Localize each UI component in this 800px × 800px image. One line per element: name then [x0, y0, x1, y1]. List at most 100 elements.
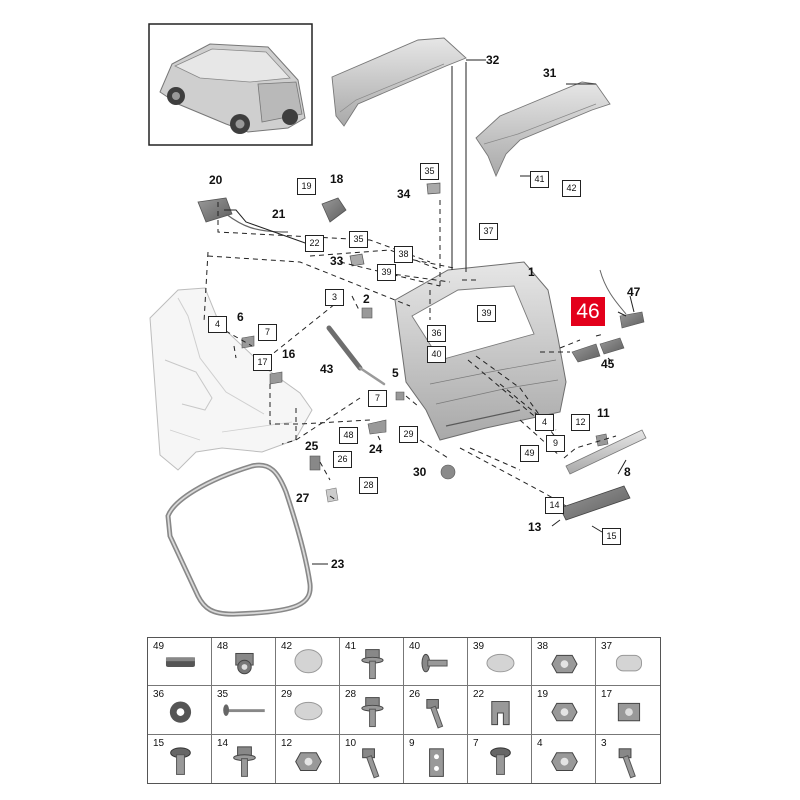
leader-lines [203, 59, 635, 565]
vehicle-thumbnail [148, 23, 313, 146]
legend-cell-19: 19 [532, 686, 596, 735]
ref-box-37: 37 [479, 223, 498, 240]
legend-cell-9: 9 [404, 734, 468, 783]
ref-box-26: 26 [333, 451, 352, 468]
callout-33: 33 [330, 254, 344, 268]
legend-cell-12: 12 [276, 734, 340, 783]
ref-box-41: 41 [530, 171, 549, 188]
legend-cell-22: 22 [468, 686, 532, 735]
ref-box-22: 22 [305, 235, 324, 252]
ref-box-29: 29 [399, 426, 418, 443]
callout-18: 18 [330, 172, 344, 186]
callout-13: 13 [528, 520, 542, 534]
legend-part-number: 29 [281, 689, 293, 701]
legend-part-number: 17 [601, 689, 613, 701]
callout-21: 21 [272, 207, 286, 221]
legend-cell-29: 29 [276, 686, 340, 735]
legend-part-number: 48 [217, 641, 229, 652]
legend-cell-17: 17 [596, 686, 660, 735]
legend-cell-49: 49 [148, 638, 212, 687]
ref-box-35: 35 [420, 163, 439, 180]
legend-cell-39: 39 [468, 638, 532, 687]
ref-box-35: 35 [349, 231, 368, 248]
legend-part-number: 36 [153, 689, 165, 701]
ref-box-39: 39 [377, 264, 396, 281]
callout-1: 1 [528, 265, 535, 279]
legend-cell-35: 35 [212, 686, 276, 735]
ref-box-7: 7 [258, 324, 277, 341]
legend-part-number: 40 [409, 641, 421, 652]
callout-24: 24 [369, 442, 383, 456]
legend-part-number: 10 [345, 737, 357, 749]
callout-47: 47 [627, 285, 641, 299]
spoiler-31 [475, 81, 611, 178]
callout-6: 6 [237, 310, 244, 324]
ref-box-3: 3 [325, 289, 344, 306]
ref-box-12: 12 [571, 414, 590, 431]
legend-cell-10: 10 [340, 734, 404, 783]
ref-box-39: 39 [477, 305, 496, 322]
ref-box-15: 15 [602, 528, 621, 545]
body-side-panel [149, 287, 313, 471]
legend-part-number: 4 [537, 737, 543, 749]
legend-part-number: 39 [473, 641, 485, 652]
callout-34: 34 [397, 187, 411, 201]
ref-box-14: 14 [545, 497, 564, 514]
legend-part-number: 19 [537, 689, 549, 701]
ref-box-4: 4 [535, 414, 554, 431]
callout-11: 11 [597, 406, 610, 420]
ref-box-36: 36 [427, 325, 446, 342]
legend-cell-15: 15 [148, 734, 212, 783]
ref-box-49: 49 [520, 445, 539, 462]
legend-part-number: 28 [345, 689, 357, 701]
legend-cell-37: 37 [596, 638, 660, 687]
callout-27: 27 [296, 491, 310, 505]
callout-30: 30 [413, 465, 427, 479]
legend-part-number: 14 [217, 737, 229, 749]
legend-part-number: 9 [409, 737, 415, 749]
legend-cell-14: 14 [212, 734, 276, 783]
legend-part-number: 38 [537, 641, 549, 652]
callout-31: 31 [543, 66, 557, 80]
legend-part-number: 35 [217, 689, 229, 701]
legend-cell-42: 42 [276, 638, 340, 687]
ref-box-40: 40 [427, 346, 446, 363]
legend-part-number: 3 [601, 737, 607, 749]
legend-cell-48: 48 [212, 638, 276, 687]
legend-part-number: 26 [409, 689, 421, 701]
callout-2: 2 [363, 292, 370, 306]
gas-strut-43 [326, 325, 386, 386]
callout-25: 25 [305, 439, 319, 453]
spoiler-32 [331, 37, 467, 127]
legend-cell-36: 36 [148, 686, 212, 735]
ref-box-7: 7 [368, 390, 387, 407]
callout-16: 16 [282, 347, 296, 361]
legend-cell-38: 38 [532, 638, 596, 687]
small-parts [197, 182, 647, 521]
legend-part-number: 42 [281, 641, 293, 652]
legend-part-number: 7 [473, 737, 479, 749]
legend-part-number: 15 [153, 737, 165, 749]
ref-box-17: 17 [253, 354, 272, 371]
callout-8: 8 [624, 465, 631, 479]
ref-box-9: 9 [546, 435, 565, 452]
ref-box-38: 38 [394, 246, 413, 263]
legend-part-number: 49 [153, 641, 165, 652]
callout-5: 5 [392, 366, 399, 380]
legend-cell-26: 26 [404, 686, 468, 735]
ref-box-28: 28 [359, 477, 378, 494]
legend-cell-41: 41 [340, 638, 404, 687]
legend-cell-28: 28 [340, 686, 404, 735]
legend-part-number: 22 [473, 689, 485, 701]
callout-43: 43 [320, 362, 334, 376]
highlighted-part-46[interactable]: 46 [571, 297, 605, 326]
callout-32: 32 [486, 53, 500, 67]
legend-cell-3: 3 [596, 735, 660, 783]
ref-box-19: 19 [297, 178, 316, 195]
ref-box-42: 42 [562, 180, 581, 197]
callout-20: 20 [209, 173, 223, 187]
callout-45: 45 [601, 357, 615, 371]
legend-part-number: 41 [345, 641, 357, 652]
